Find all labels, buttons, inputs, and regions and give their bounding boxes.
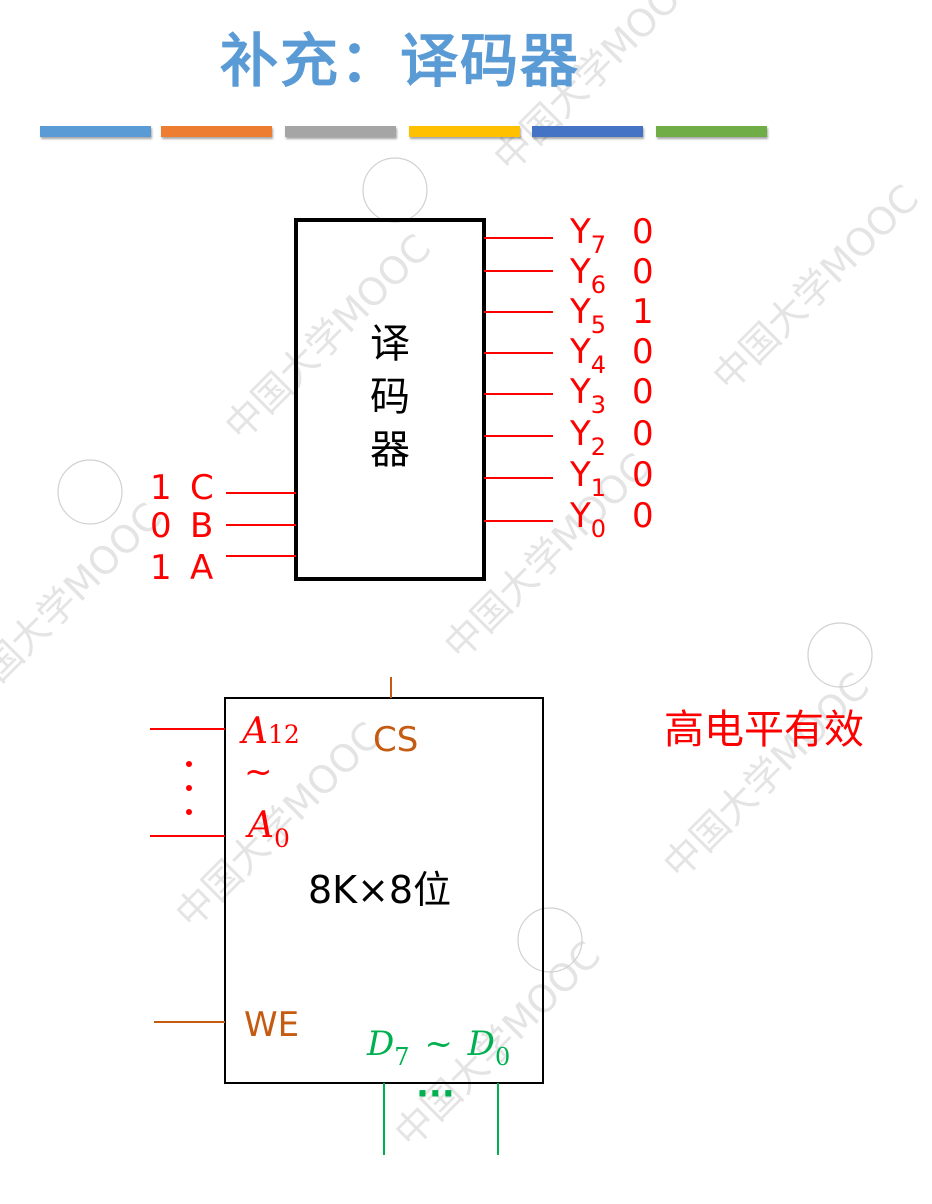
data-high-sub: 7	[394, 1043, 410, 1071]
output-sub: 0	[590, 515, 607, 543]
output-value: 1	[632, 292, 654, 332]
page-title: 补充：译码器	[219, 27, 580, 95]
output-value: 0	[632, 372, 654, 412]
address-tilde: ~	[244, 752, 273, 792]
watermark-seal	[57, 459, 123, 525]
output-name: Y	[570, 252, 591, 292]
cs-label: CS	[373, 720, 419, 760]
input-value: 0	[150, 506, 172, 546]
input-name: B	[190, 506, 214, 546]
data-bus-ellipsis: ···	[416, 1074, 455, 1114]
output-sub: 2	[590, 433, 607, 461]
color-bar	[285, 126, 396, 137]
decoder-output-lines	[484, 237, 553, 522]
output-sub: 7	[590, 231, 607, 259]
decoder-input-lines	[226, 492, 296, 557]
data-tilde: ~	[424, 1024, 453, 1064]
output-name: Y	[570, 496, 591, 536]
watermark-seal	[517, 907, 583, 973]
output-value: 0	[632, 332, 654, 372]
data-low-letter: D	[467, 1024, 495, 1064]
output-value: 0	[632, 252, 654, 292]
color-bar	[40, 126, 151, 137]
output-name: Y	[570, 332, 591, 372]
color-bar	[656, 126, 767, 137]
address-high-label: A12	[242, 712, 300, 755]
output-name: Y	[570, 292, 591, 332]
input-value: 1	[150, 548, 172, 588]
input-value: 1	[150, 468, 172, 508]
decoder-label-char: 器	[370, 427, 410, 473]
output-sub: 4	[590, 351, 607, 379]
address-low-sub: 0	[274, 824, 290, 853]
output-sub: 5	[590, 311, 607, 339]
color-bar	[161, 126, 272, 137]
data-low-sub: 0	[494, 1043, 511, 1071]
address-ellipsis-dots	[186, 761, 192, 815]
output-value: 0	[632, 212, 654, 252]
output-name: Y	[570, 372, 591, 412]
color-bar	[409, 126, 520, 137]
address-high-sub: 12	[268, 720, 300, 749]
input-name: C	[190, 468, 214, 508]
we-label: WE	[244, 1005, 300, 1045]
output-value: 0	[632, 414, 654, 454]
output-value: 0	[632, 455, 654, 495]
decoder-label: 译 码 器	[296, 318, 484, 477]
watermark-seal	[807, 622, 873, 688]
address-low-label: A0	[248, 805, 290, 854]
decoder-box	[294, 218, 486, 581]
memory-capacity-label: 8K×8位	[308, 868, 452, 912]
output-sub: 1	[590, 474, 607, 502]
decoder-label-char: 译	[370, 321, 410, 367]
output-name: Y	[570, 414, 591, 454]
color-bar	[532, 126, 643, 137]
output-name: Y	[570, 455, 591, 495]
output-sub: 3	[590, 391, 607, 419]
data-bus-label: D7 ~ D0	[367, 1024, 510, 1071]
address-low-letter: A	[248, 805, 274, 846]
output-value: 0	[632, 496, 654, 536]
decoder-label-char: 码	[370, 374, 410, 420]
active-high-note: 高电平有效	[664, 707, 864, 753]
input-name: A	[190, 548, 214, 588]
output-sub: 6	[590, 271, 607, 299]
address-high-letter: A	[242, 711, 268, 752]
output-name: Y	[570, 212, 591, 252]
data-high-letter: D	[367, 1024, 395, 1064]
